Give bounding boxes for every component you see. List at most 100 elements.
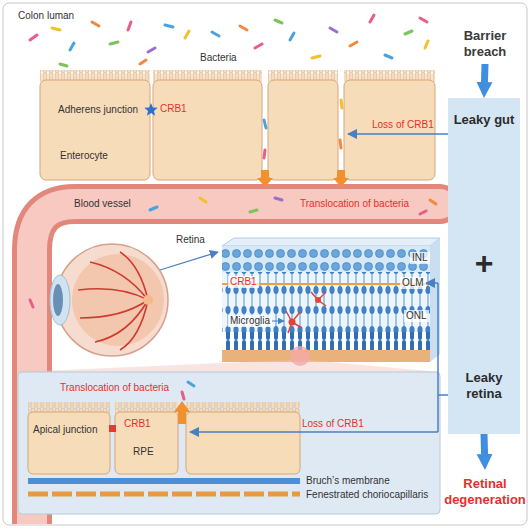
enterocyte-cell (268, 80, 338, 180)
bacterium (420, 211, 426, 214)
annotation-label: Bruch’s membrane (306, 475, 390, 487)
bacterium (70, 43, 74, 50)
annotation-label: CRB1 (228, 276, 259, 288)
annotation-label: Loss of CRB1 (302, 418, 364, 430)
junction-square (109, 425, 116, 432)
annotation-label: Translocation of bacteria (60, 382, 169, 394)
enterocyte-cell (344, 80, 435, 180)
rpe-layer (222, 350, 430, 362)
choriocapillaris (28, 492, 300, 497)
microglia-body (315, 297, 321, 303)
bacterium (275, 198, 282, 200)
cornea (50, 275, 70, 325)
bacterium (340, 140, 341, 148)
rpe-cell (28, 412, 110, 474)
bacterium (30, 35, 37, 40)
bacterium (148, 48, 155, 52)
bacterium (92, 22, 99, 26)
annotation-label: RPE (133, 446, 154, 458)
annotation-label: CRB1 (160, 103, 187, 115)
flow-arrow (481, 434, 489, 454)
junction-star (144, 103, 157, 116)
bacterium (150, 207, 157, 210)
bacterium (30, 300, 33, 307)
rpe-cell (115, 412, 178, 474)
stage-label-box: Barrier breach (444, 24, 526, 64)
onl-cells (222, 272, 430, 332)
bacterium (255, 44, 262, 48)
leader-line (160, 252, 218, 270)
bacterium (385, 55, 392, 58)
leader-line (190, 431, 438, 433)
bacterium (430, 200, 436, 204)
annotation-label: Colon luman (18, 10, 74, 22)
bacterium (185, 31, 189, 38)
bruchs-membrane (28, 478, 300, 484)
inset-panel (18, 372, 440, 514)
node-text: Retinal degeneration (444, 476, 526, 508)
outer-segments (222, 332, 430, 350)
bacterium (165, 25, 173, 27)
flow-arrow (481, 64, 489, 82)
annotation-label: Fenestrated choriocapillaris (306, 489, 428, 501)
annotation-label: ONL (404, 310, 429, 322)
enterocyte-cell (40, 80, 150, 180)
inl-cells (222, 246, 430, 272)
annotation-label: Adherens junction (58, 104, 138, 116)
bacterium (370, 15, 374, 22)
rpe-cell (186, 412, 300, 474)
zoom-circle (290, 346, 310, 366)
annotation-label: Loss of CRB1 (372, 119, 434, 131)
annotation-label: Bacteria (200, 52, 237, 64)
onl-layer (222, 272, 430, 332)
retinal-vessel (95, 300, 148, 342)
outcome-box: Retinal degeneration (444, 470, 526, 514)
node-text: Leaky retina (448, 370, 520, 402)
bacterium (110, 42, 118, 44)
translocation-arrow (257, 170, 273, 187)
bacterium (240, 26, 247, 30)
bacterium (264, 150, 265, 158)
node-text: + (448, 244, 520, 282)
leader-line (437, 283, 439, 432)
bacterium (330, 28, 337, 32)
bacterium (290, 33, 294, 40)
retinal-vessel (78, 289, 148, 300)
bacterium (350, 42, 357, 46)
bacterium (312, 56, 320, 58)
annotation-label: INL (410, 252, 430, 264)
annotation-label: Enterocyte (60, 150, 108, 162)
retinal-vessel (90, 262, 148, 300)
iris (53, 284, 63, 316)
translocation-arrow (333, 170, 349, 187)
translocation-arrow (174, 401, 190, 424)
leader-line (426, 282, 438, 284)
bacterium (425, 41, 428, 48)
bacterium (341, 100, 342, 108)
microglia-cell (286, 292, 326, 333)
bacterium (250, 210, 257, 212)
bacterium (212, 32, 219, 36)
enterocyte-cell (153, 80, 262, 180)
annotation-label: Retina (176, 234, 205, 246)
fundus (72, 254, 164, 346)
bacterium (275, 20, 282, 23)
retinal-vessel (120, 252, 148, 300)
leader-line (438, 394, 448, 396)
annotation-label: Blood vessel (74, 198, 131, 210)
bacterium (128, 22, 131, 30)
leader-line (348, 133, 448, 135)
annotation-label: CRB1 (124, 418, 151, 430)
annotation-label: Microglia (228, 315, 272, 327)
zoom-cone (18, 360, 440, 372)
inl-layer (222, 246, 430, 272)
retina-top-face (222, 238, 440, 246)
bacterium (420, 18, 427, 22)
frame (3, 3, 527, 525)
bacterium (140, 60, 146, 64)
bacterium (52, 28, 60, 30)
node-text: Leaky gut (448, 112, 520, 128)
node-text: Barrier breach (444, 28, 526, 60)
